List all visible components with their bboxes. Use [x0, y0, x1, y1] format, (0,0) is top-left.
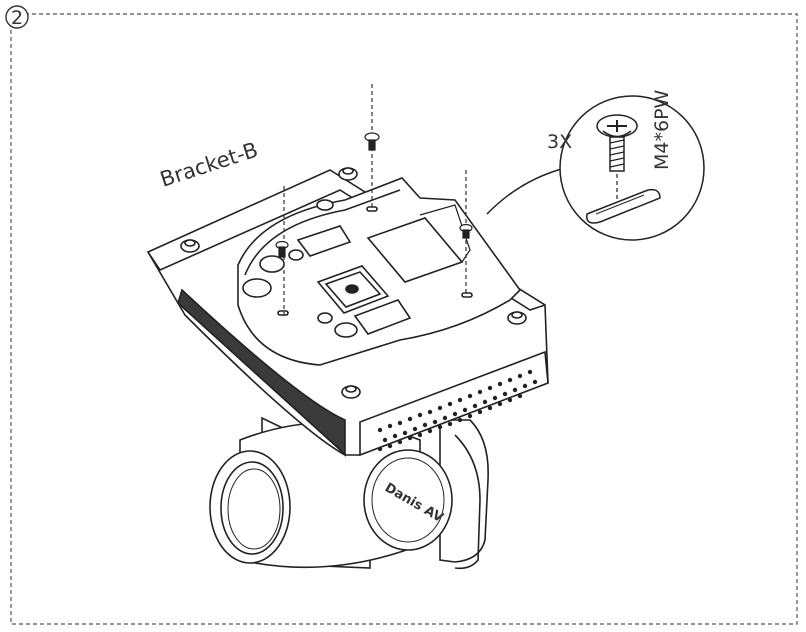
screws: [275, 132, 473, 258]
screw-detail-icon: [586, 114, 661, 224]
side-vent-panel: [359, 350, 549, 457]
dashed-frame: [10, 13, 798, 625]
screw-callout: [486, 95, 705, 241]
callout-circle: [559, 95, 705, 241]
screw-1: [364, 132, 380, 151]
bracket-b: [237, 177, 522, 366]
screw-2: [459, 223, 473, 239]
vent-holes: [377, 369, 538, 452]
front-vent-panel: [177, 288, 346, 457]
bracket-label: Bracket-B: [157, 138, 261, 192]
screw-3: [275, 240, 289, 258]
quantity-label: 3X: [547, 131, 572, 153]
camera: Danis AV: [209, 416, 489, 570]
step-number: 2: [11, 7, 23, 29]
corner-standoffs: [180, 167, 527, 399]
step-badge: 2: [5, 5, 29, 29]
screw-spec-label: M4*6PW: [651, 89, 673, 170]
